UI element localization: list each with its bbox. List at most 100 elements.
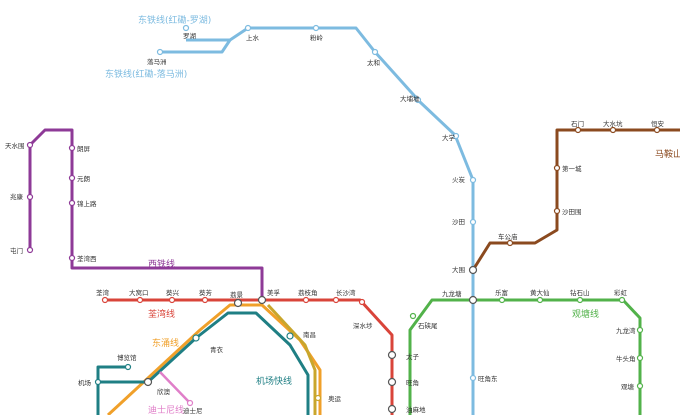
station-sheungshui[interactable] bbox=[244, 24, 252, 32]
station-kwaifong[interactable] bbox=[201, 296, 209, 304]
station-kamsheungroad[interactable] bbox=[68, 199, 76, 207]
station-kwaihing[interactable] bbox=[168, 296, 176, 304]
kwun-tong-label: 观塘线 bbox=[572, 308, 599, 320]
station-longping[interactable] bbox=[68, 144, 76, 152]
disneyland-line bbox=[159, 371, 191, 404]
station-lowu[interactable] bbox=[182, 24, 190, 32]
station-hangon[interactable] bbox=[653, 126, 661, 134]
station-fanling-label: 粉岭 bbox=[310, 33, 324, 42]
station-university-label: 大学 bbox=[442, 133, 456, 142]
station-choihung-label: 彩虹 bbox=[614, 288, 628, 297]
station-tuenmun[interactable] bbox=[26, 246, 34, 254]
station-wongtaisin[interactable] bbox=[536, 296, 544, 304]
station-ngautaukok-label: 牛头角 bbox=[616, 354, 636, 363]
station-meifoo[interactable] bbox=[257, 295, 267, 305]
station-yuenlong[interactable] bbox=[68, 174, 76, 182]
station-diamondhill[interactable] bbox=[576, 296, 584, 304]
station-cheungshawan[interactable] bbox=[332, 296, 340, 304]
station-kowloonbay[interactable] bbox=[636, 326, 644, 334]
station-princeedward-label: 太子 bbox=[406, 352, 420, 361]
station-laichikok[interactable] bbox=[302, 296, 310, 304]
station-disneyland[interactable] bbox=[186, 399, 194, 407]
station-lokfu-label: 乐富 bbox=[495, 288, 508, 297]
disney-label: 迪士尼线 bbox=[148, 404, 184, 415]
station-chekungtemple[interactable] bbox=[506, 239, 514, 247]
tsuen-wan-line bbox=[105, 298, 394, 415]
station-taiwohau-label: 大窝口 bbox=[129, 288, 149, 297]
station-hangon-label: 恒安 bbox=[651, 119, 665, 128]
station-taipomarket-label: 大埔墟 bbox=[400, 94, 420, 103]
station-namcheong[interactable] bbox=[286, 332, 294, 340]
station-taiwai-label: 大围 bbox=[452, 265, 465, 274]
station-siuhong[interactable] bbox=[26, 193, 34, 201]
station-laiking[interactable] bbox=[233, 298, 243, 308]
station-taiwohau[interactable] bbox=[136, 296, 144, 304]
east-rail-lowu-label: 东铁线(红磡-罗湖) bbox=[138, 14, 211, 26]
station-tsingyi-label: 青衣 bbox=[210, 345, 224, 354]
station-namcheong-label: 南昌 bbox=[303, 330, 316, 339]
station-tsuenwanwest-label: 荃湾西 bbox=[77, 254, 97, 263]
station-sunnybay[interactable] bbox=[143, 377, 153, 387]
station-shatinwai[interactable] bbox=[553, 207, 561, 215]
station-fotan-label: 火炭 bbox=[452, 176, 466, 184]
station-kwuntong[interactable] bbox=[636, 382, 644, 390]
station-expo[interactable] bbox=[124, 363, 132, 371]
station-diamondhill-label: 钻石山 bbox=[570, 288, 590, 297]
station-olympic[interactable] bbox=[314, 394, 322, 402]
station-fotan[interactable] bbox=[469, 176, 477, 184]
station-ngautaukok[interactable] bbox=[636, 354, 644, 362]
tung-chung-label: 东涌线 bbox=[152, 337, 179, 349]
station-taiwai[interactable] bbox=[468, 265, 478, 275]
station-shatinwai-label: 沙田围 bbox=[562, 208, 582, 216]
airport-express-line bbox=[96, 311, 310, 415]
station-kwaifong-label: 葵芳 bbox=[199, 288, 213, 297]
station-yuenlong-label: 元朗 bbox=[77, 174, 90, 183]
station-mongkok-label: 旺角 bbox=[406, 378, 419, 387]
kwun-tong-line bbox=[408, 298, 642, 415]
station-mongkokeast-label: 旺角东 bbox=[478, 374, 498, 383]
west-rail-label: 西铁线 bbox=[148, 258, 175, 270]
station-tinshuiwai[interactable] bbox=[26, 141, 34, 149]
station-shekkipmei[interactable] bbox=[409, 312, 417, 320]
station-taishuihang-label: 大水坑 bbox=[603, 119, 623, 128]
east-rail-line bbox=[160, 26, 475, 415]
station-taiwo[interactable] bbox=[371, 48, 379, 56]
airport-express-label: 机场快线 bbox=[256, 375, 292, 387]
station-taishuihang[interactable] bbox=[609, 126, 617, 134]
station-tsingyi[interactable] bbox=[192, 334, 200, 342]
station-lokfu[interactable] bbox=[498, 296, 506, 304]
station-kwaihing-label: 葵兴 bbox=[166, 288, 180, 297]
station-mongkokeast[interactable] bbox=[469, 374, 477, 382]
station-sunnybay-label: 欣澳 bbox=[157, 387, 171, 396]
station-shekmun[interactable] bbox=[574, 126, 582, 134]
station-airport[interactable] bbox=[94, 378, 102, 386]
station-disneyland-label: 迪士尼 bbox=[183, 406, 203, 415]
station-yaumatei[interactable] bbox=[387, 404, 397, 414]
station-choihung[interactable] bbox=[618, 296, 626, 304]
station-siuhong-label: 兆康 bbox=[10, 192, 24, 201]
station-lowu-label: 罗湖 bbox=[183, 31, 197, 40]
station-kowloontong-label: 九龙塘 bbox=[442, 289, 462, 298]
station-kwuntong-label: 观塘 bbox=[621, 382, 635, 391]
station-kowloontong[interactable] bbox=[468, 295, 478, 305]
station-tsuenwanwest[interactable] bbox=[68, 254, 76, 262]
station-tsuenwan[interactable] bbox=[101, 296, 109, 304]
station-university[interactable] bbox=[452, 132, 460, 140]
station-lokmachau[interactable] bbox=[156, 48, 164, 56]
station-fanling[interactable] bbox=[312, 24, 320, 32]
station-yaumatei-label: 油麻地 bbox=[406, 405, 426, 414]
ma-on-shan-line bbox=[471, 128, 680, 271]
station-princeedward[interactable] bbox=[387, 350, 397, 360]
station-laichikok-label: 荔枝角 bbox=[298, 288, 318, 297]
station-tinshuiwai-label: 天水围 bbox=[5, 141, 25, 150]
station-mongkok[interactable] bbox=[387, 377, 397, 387]
station-taipomarket[interactable] bbox=[414, 96, 422, 104]
station-expo-label: 博览馆 bbox=[117, 353, 137, 362]
station-shamshuipo-label: 深水埗 bbox=[353, 321, 373, 330]
station-chekungtemple-label: 车公庙 bbox=[498, 232, 518, 241]
station-laiking-label: 荔景 bbox=[230, 290, 244, 299]
station-shamshuipo[interactable] bbox=[358, 298, 366, 306]
station-firstcity[interactable] bbox=[553, 164, 561, 172]
station-shatin[interactable] bbox=[469, 218, 477, 226]
